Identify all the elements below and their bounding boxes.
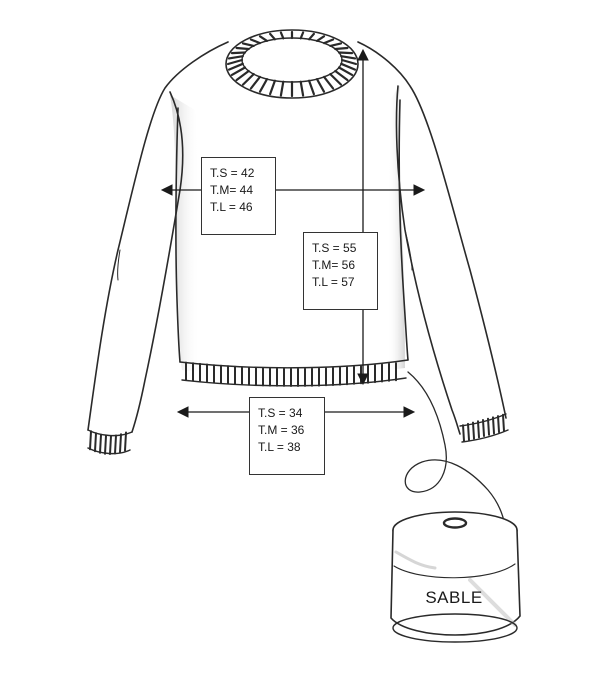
rib-stroke — [299, 80, 305, 97]
rib-stroke — [227, 55, 244, 60]
rib-stroke — [334, 69, 349, 82]
rib-stroke — [119, 433, 122, 454]
cuffs — [87, 413, 509, 455]
hem-size-m: T.M = 36 — [258, 423, 305, 437]
rib-stroke — [492, 416, 495, 435]
rib-stroke — [226, 58, 244, 66]
rib-stroke — [249, 75, 261, 90]
rib-stroke — [477, 420, 480, 439]
length-size-l: T.L = 57 — [312, 275, 355, 289]
chest-size-s: T.S = 42 — [210, 166, 255, 180]
rib-stroke — [94, 432, 97, 453]
collar — [225, 29, 359, 99]
hem-size-l: T.L = 38 — [258, 440, 301, 454]
rib-stroke — [308, 32, 315, 41]
rib-stroke — [308, 79, 315, 96]
rib-stroke — [258, 77, 269, 93]
rib-stroke — [89, 430, 92, 451]
rib-stroke — [337, 66, 354, 77]
rib-stroke — [269, 79, 276, 96]
body-shading-left — [170, 95, 200, 372]
rib-stroke — [235, 69, 250, 82]
rib-stroke — [99, 433, 102, 454]
rib-stroke — [241, 42, 255, 48]
rib-stroke — [230, 51, 247, 55]
rib-stroke — [315, 77, 326, 93]
rib-stroke — [497, 415, 500, 434]
rib-stroke — [104, 434, 107, 455]
chest-measurement-box: T.S = 42 T.M= 44 T.L = 46 — [201, 157, 276, 235]
rib-stroke — [114, 434, 117, 455]
rib-stroke — [340, 58, 358, 66]
rib-stroke — [334, 46, 349, 51]
length-size-m: T.M= 56 — [312, 258, 356, 272]
rib-stroke — [487, 417, 490, 436]
rib-stroke — [467, 422, 470, 441]
rib-stroke — [315, 35, 326, 43]
sweater-body — [87, 41, 507, 435]
rib-stroke — [340, 62, 357, 71]
rib-stroke — [337, 51, 354, 55]
rib-stroke — [109, 435, 112, 455]
rib-stroke — [323, 75, 335, 90]
hem-rib — [179, 359, 409, 387]
rib-stroke — [279, 80, 285, 97]
length-size-s: T.S = 55 — [312, 241, 357, 255]
hem-size-s: T.S = 34 — [258, 406, 303, 420]
length-measurement-box: T.S = 55 T.M= 56 T.L = 57 — [303, 232, 378, 310]
rib-stroke — [227, 62, 244, 71]
rib-stroke — [502, 413, 505, 432]
rib-stroke — [323, 38, 335, 45]
rib-stroke — [235, 46, 250, 51]
rib-stroke — [329, 72, 343, 86]
length-arrow — [357, 48, 369, 386]
body-shading-right — [388, 85, 405, 370]
rib-stroke — [299, 31, 305, 40]
chest-size-l: T.L = 46 — [210, 200, 253, 214]
rib-stroke — [269, 32, 276, 41]
rib-stroke — [258, 35, 269, 43]
rib-stroke — [482, 419, 485, 437]
rib-stroke — [462, 424, 465, 443]
rib-stroke — [472, 421, 475, 440]
rib-stroke — [329, 42, 343, 48]
hem-measurement-box: T.S = 34 T.M = 36 T.L = 38 — [249, 397, 325, 475]
rib-stroke — [124, 431, 127, 452]
rib-stroke — [340, 55, 357, 60]
rib-stroke — [230, 66, 247, 77]
rib-stroke — [279, 31, 285, 40]
yarn-spool — [390, 511, 521, 643]
rib-stroke — [241, 72, 255, 86]
spool-label: SABLE — [425, 588, 483, 607]
chest-size-m: T.M= 44 — [210, 183, 254, 197]
rib-stroke — [249, 38, 261, 45]
yarn-thread — [404, 371, 507, 561]
